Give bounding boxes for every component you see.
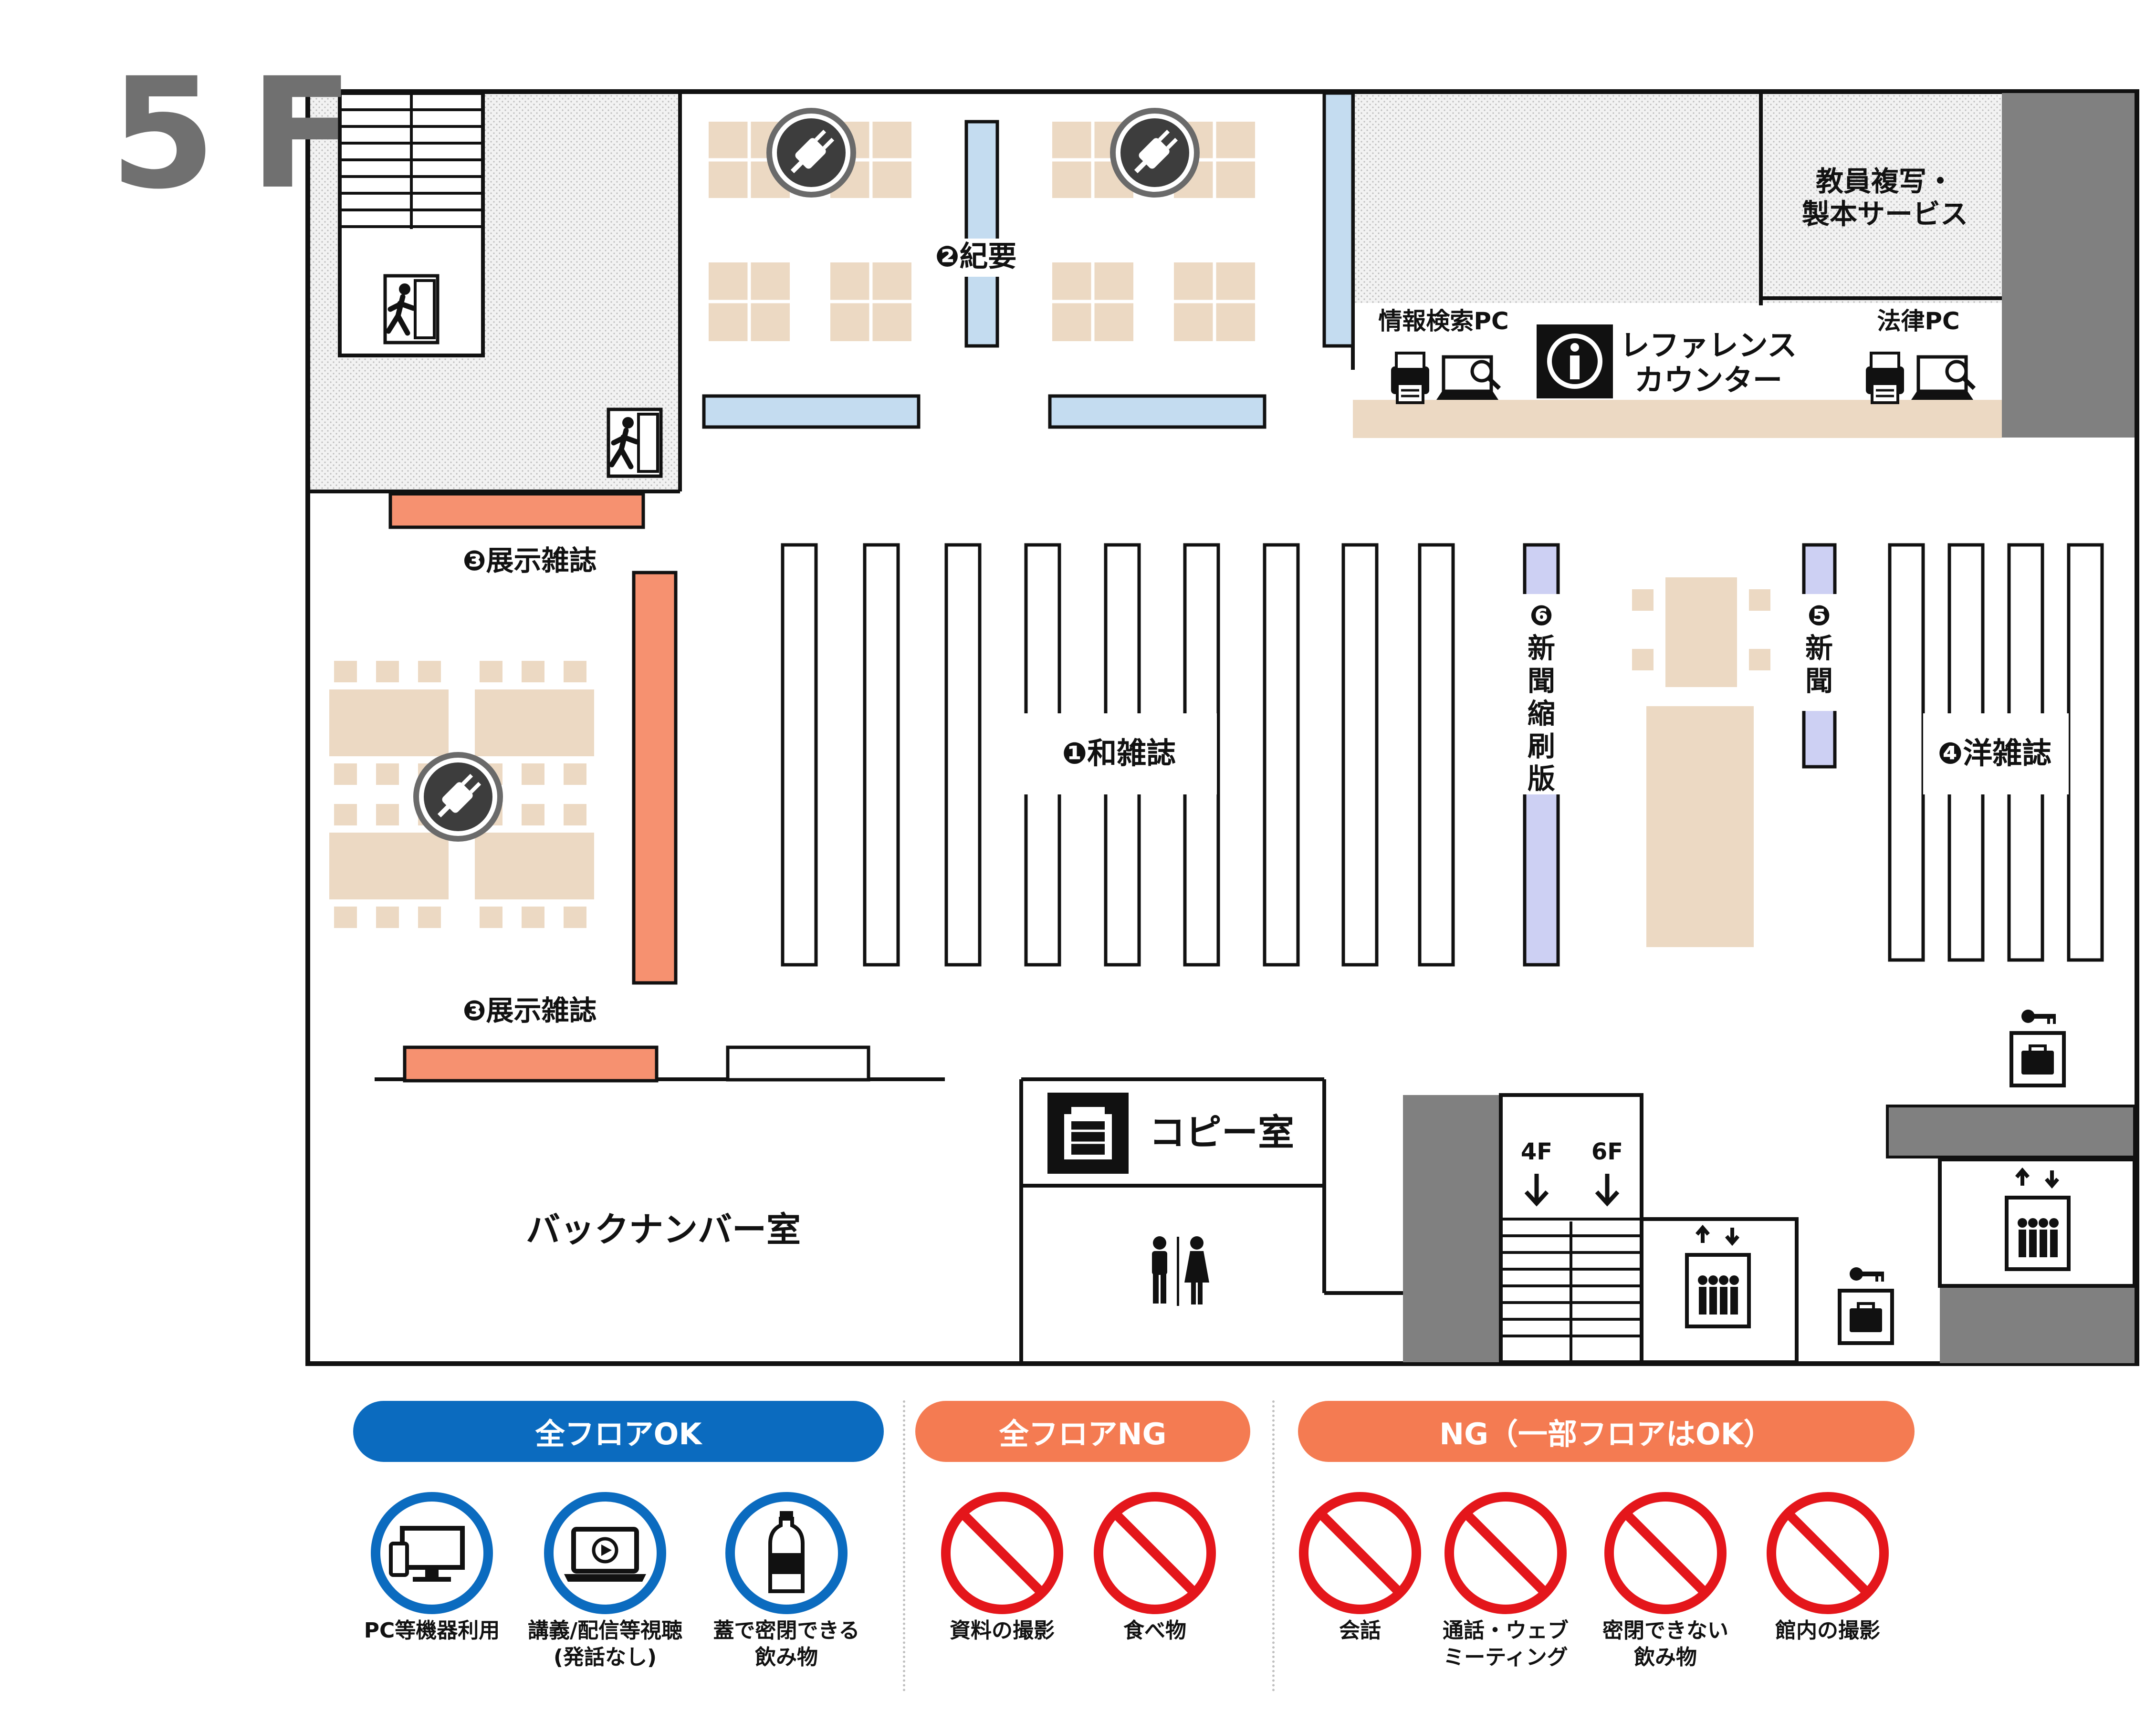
legend-ng-label: 食べ物 xyxy=(1123,1618,1186,1643)
no-food-icon xyxy=(1099,1497,1211,1609)
copier-icon xyxy=(1047,1093,1129,1174)
no-conversation-icon xyxy=(1304,1497,1416,1609)
kiyo-shelves xyxy=(702,91,1355,429)
floor-title: 5F xyxy=(110,45,387,223)
info-icon xyxy=(1537,324,1613,398)
legend-partial-label: 館内の撮影 xyxy=(1775,1618,1880,1643)
locker-icon xyxy=(1840,1267,1892,1343)
newspaper-tables xyxy=(1632,577,1770,947)
no-material-photo-icon xyxy=(946,1497,1058,1609)
legend-partial-label: 通話・ウェブ ミーティング xyxy=(1443,1618,1569,1669)
area-label-copy-room: コピー室 xyxy=(1149,1111,1294,1154)
elev-label-4f: 4F xyxy=(1521,1138,1552,1165)
power-outlet-icon xyxy=(769,111,853,195)
area-label-kiyo: ❷紀要 xyxy=(935,240,1017,273)
area-label-backnumber: バックナンバー室 xyxy=(526,1210,801,1250)
legend-ng-label: 資料の撮影 xyxy=(950,1618,1055,1643)
faculty-zone xyxy=(1353,93,2002,303)
shelf xyxy=(726,1045,870,1082)
elevator-icon xyxy=(1687,1228,1749,1326)
power-outlet-icon xyxy=(416,755,500,839)
legend-partial-label: 密閉できない 飲み物 xyxy=(1602,1618,1728,1669)
no-phone-call-icon xyxy=(1449,1497,1562,1609)
pillar xyxy=(2002,93,2135,438)
video-watching-icon xyxy=(544,1492,666,1614)
legend-divider xyxy=(903,1400,905,1691)
pillar xyxy=(1940,1286,2135,1363)
legend-partial-label: 会話 xyxy=(1339,1618,1381,1643)
legend-ok-label: 蓋で密閉できる 飲み物 xyxy=(713,1618,860,1669)
pillar xyxy=(1403,1095,1501,1362)
legend-ok-pill: 全フロアOK xyxy=(353,1401,884,1462)
search-pc-label: 情報検索PC xyxy=(1378,307,1508,335)
locker-icon xyxy=(2011,1010,2064,1085)
legend-divider xyxy=(1272,1400,1275,1691)
area-label-yozasshi: ❹洋雑誌 xyxy=(1938,736,2052,771)
reference-counter xyxy=(1353,400,2002,438)
no-unsealed-drink-icon xyxy=(1609,1497,1722,1609)
law-pc-icon xyxy=(1866,353,1974,403)
elev-label-6f: 6F xyxy=(1591,1138,1623,1165)
area-label-tenji-top: ❸展示雑誌 xyxy=(462,544,597,577)
sealed-drink-icon xyxy=(725,1492,848,1614)
area-label-tenji-bottom: ❸展示雑誌 xyxy=(462,994,597,1027)
pc-usage-icon xyxy=(371,1492,493,1614)
stairs-bottom xyxy=(1499,1093,1643,1364)
legend-ng-pill: 全フロアNG xyxy=(915,1401,1250,1462)
display-shelves xyxy=(388,492,678,1083)
exit-icon xyxy=(608,409,661,476)
area-label-wazasshi: ❶和雑誌 xyxy=(1062,736,1176,771)
legend-partial-ng-pill: NG（一部フロアはOK） xyxy=(1298,1401,1915,1462)
pillar xyxy=(1886,1105,2136,1158)
area-label-faculty-copy: 教員複写・製本サービス xyxy=(1802,165,1968,230)
law-pc-label: 法律PC xyxy=(1877,307,1959,335)
power-outlet-icon xyxy=(1113,111,1197,195)
search-pc-icon xyxy=(1391,353,1499,403)
exit-icon xyxy=(385,276,438,343)
restroom-icon xyxy=(1152,1236,1209,1306)
outer-wall xyxy=(305,89,2139,1366)
reference-label: レファレンスカウンター xyxy=(1620,328,1797,397)
no-facility-photo-icon xyxy=(1771,1497,1884,1609)
elevator-icon xyxy=(2007,1170,2069,1269)
legend-ok-label: 講義/配信等視聴 (発話なし) xyxy=(527,1618,683,1669)
legend-ok-label: PC等機器利用 xyxy=(364,1618,500,1643)
